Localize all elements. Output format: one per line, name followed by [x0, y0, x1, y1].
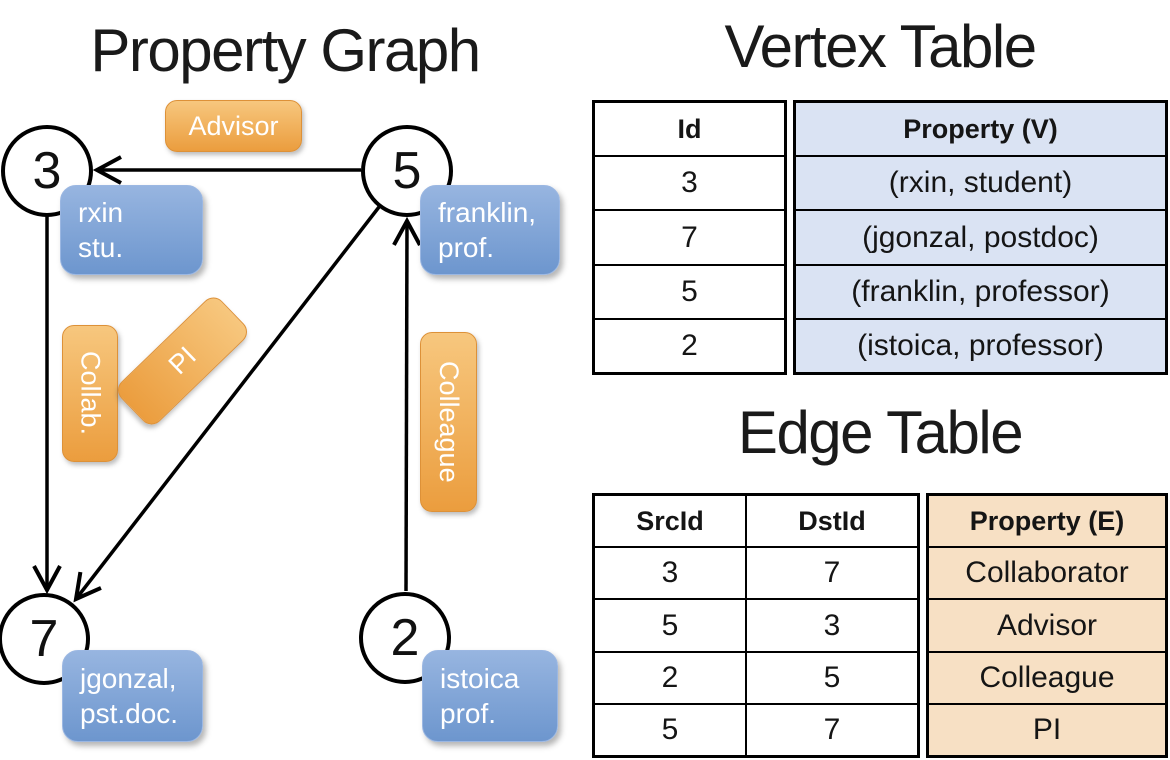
edge-property-cell: Collaborator — [929, 548, 1165, 601]
edge-table-header-row: SrcId DstId — [595, 496, 917, 549]
vertex-prop-line: istoica — [440, 662, 520, 694]
vertex-property-cell: (istoica, professor) — [796, 319, 1165, 373]
vertex-property-cell: (jgonzal, postdoc) — [796, 211, 1165, 266]
vertex-table-id-column: Id 3 7 5 2 — [592, 100, 787, 375]
edge-dst-cell: 7 — [823, 556, 841, 590]
edge-label-pi-text: PI — [162, 340, 202, 381]
edge-table-src-dst-columns: SrcId DstId 3 7 5 3 2 5 5 7 — [592, 493, 920, 758]
vertex-table-property-column: Property (V) (rxin, student) (jgonzal, p… — [793, 100, 1168, 375]
vertex-property-cell: (franklin, professor) — [796, 265, 1165, 320]
vertex-id-cell: 2 — [595, 319, 784, 373]
edge-label-collab: Collab. — [62, 325, 118, 462]
edge-dst-cell: 5 — [823, 660, 841, 694]
node-id-7: 7 — [29, 610, 59, 668]
edge-table: SrcId DstId 3 7 5 3 2 5 5 7 Property (E)… — [592, 493, 1168, 758]
vertex-prop-line: jgonzal, — [80, 662, 177, 694]
edge-label-advisor: Advisor — [165, 100, 302, 152]
vertex-table-title: Vertex Table — [724, 13, 1037, 80]
edge-property-cell: Advisor — [929, 600, 1165, 653]
edge-table-row: 5 7 — [595, 704, 917, 756]
vertex-property-header: Property (V) — [796, 103, 1165, 158]
edge-table-row: 3 7 — [595, 548, 917, 601]
vertex-prop-line: prof. — [440, 697, 497, 729]
edge-src-cell: 2 — [595, 652, 747, 703]
edge-label-pi: PI — [113, 292, 252, 430]
edge-table-title: Edge Table — [737, 399, 1024, 466]
vertex-prop-line: franklin, — [438, 196, 537, 228]
vertex-id-header: Id — [595, 103, 784, 158]
edge-dst-cell: 7 — [823, 712, 841, 746]
node-id-5: 5 — [392, 142, 422, 200]
vertex-prop-box-3: rxin stu. — [60, 185, 203, 275]
edge-src-cell: 5 — [595, 704, 747, 756]
vertex-prop-line: prof. — [438, 231, 495, 263]
edge-src-cell: 5 — [595, 600, 747, 651]
vertex-prop-line: stu. — [78, 231, 124, 263]
edge-property-header: Property (E) — [929, 496, 1165, 549]
vertex-prop-box-7: jgonzal, pst.doc. — [62, 650, 203, 742]
edge-table-row: 2 5 — [595, 652, 917, 705]
edge-table-property-column: Property (E) Collaborator Advisor Collea… — [926, 493, 1168, 758]
vertex-id-cell: 7 — [595, 211, 784, 266]
property-graph-title: Property Graph — [90, 17, 481, 84]
node-id-3: 3 — [32, 142, 62, 200]
edge-src-header: SrcId — [595, 496, 747, 547]
vertex-property-cell: (rxin, student) — [796, 157, 1165, 212]
vertex-id-cell: 3 — [595, 157, 784, 212]
edge-dst-header: DstId — [798, 505, 866, 536]
edge-property-cell: Colleague — [929, 652, 1165, 705]
vertex-prop-box-2: istoica prof. — [422, 650, 558, 742]
edge-2-to-5 — [406, 221, 407, 592]
edge-label-colleague: Colleague — [420, 332, 477, 512]
node-id-2: 2 — [390, 609, 420, 667]
vertex-id-cell: 5 — [595, 265, 784, 320]
edge-table-row: 5 3 — [595, 600, 917, 653]
vertex-table: Id 3 7 5 2 Property (V) (rxin, student) … — [592, 100, 1168, 375]
vertex-prop-line: rxin — [78, 196, 124, 228]
vertex-prop-box-5: franklin, prof. — [420, 185, 560, 275]
vertex-prop-line: pst.doc. — [80, 697, 179, 729]
edge-src-cell: 3 — [595, 548, 747, 599]
edge-property-cell: PI — [929, 704, 1165, 756]
edge-dst-cell: 3 — [823, 608, 841, 642]
